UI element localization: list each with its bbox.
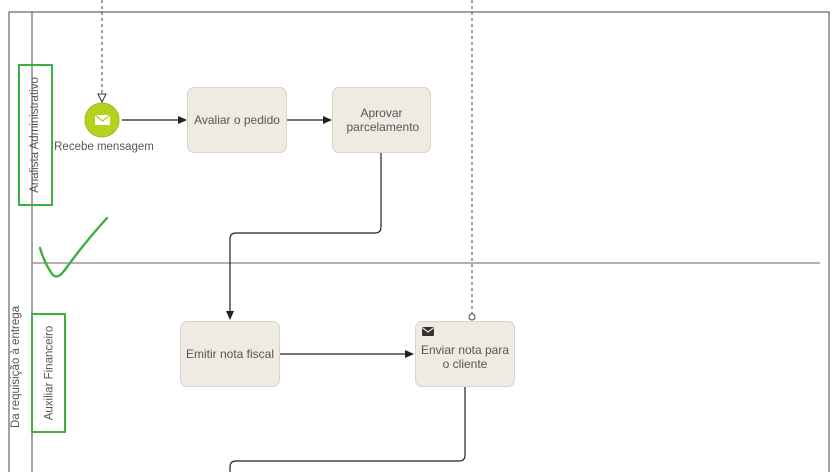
pool-border <box>8 11 830 472</box>
task-emitir-nota-fiscal[interactable]: Emitir nota fiscal <box>180 321 280 387</box>
task-aprovar-parcelamento[interactable]: Aprovar parcelamento <box>332 87 431 153</box>
start-message-event[interactable] <box>84 102 120 138</box>
message-flow-origin <box>468 313 476 321</box>
task-enviar-nota-cliente-label: Enviar nota para o cliente <box>420 342 510 371</box>
lane-highlight-box-analista <box>18 64 53 206</box>
envelope-icon <box>422 327 434 336</box>
task-emitir-nota-fiscal-label: Emitir nota fiscal <box>185 346 275 361</box>
lane-highlight-box-auxiliar <box>31 313 66 433</box>
checkmark <box>38 216 109 278</box>
pool-label: Da requisição à entrega <box>0 262 32 472</box>
pool-label-text: Da requisição à entrega <box>10 305 23 429</box>
task-avaliar-pedido[interactable]: Avaliar o pedido <box>187 87 287 153</box>
flow-enviar-out <box>229 386 466 472</box>
task-aprovar-parcelamento-label: Aprovar parcelamento <box>346 105 420 134</box>
flow-aprovar-to-emitir <box>226 153 382 320</box>
task-enviar-nota-cliente[interactable]: Enviar nota para o cliente <box>415 321 515 387</box>
task-avaliar-pedido-label: Avaliar o pedido <box>194 112 280 127</box>
start-event-label: Recebe mensagem <box>54 141 154 153</box>
